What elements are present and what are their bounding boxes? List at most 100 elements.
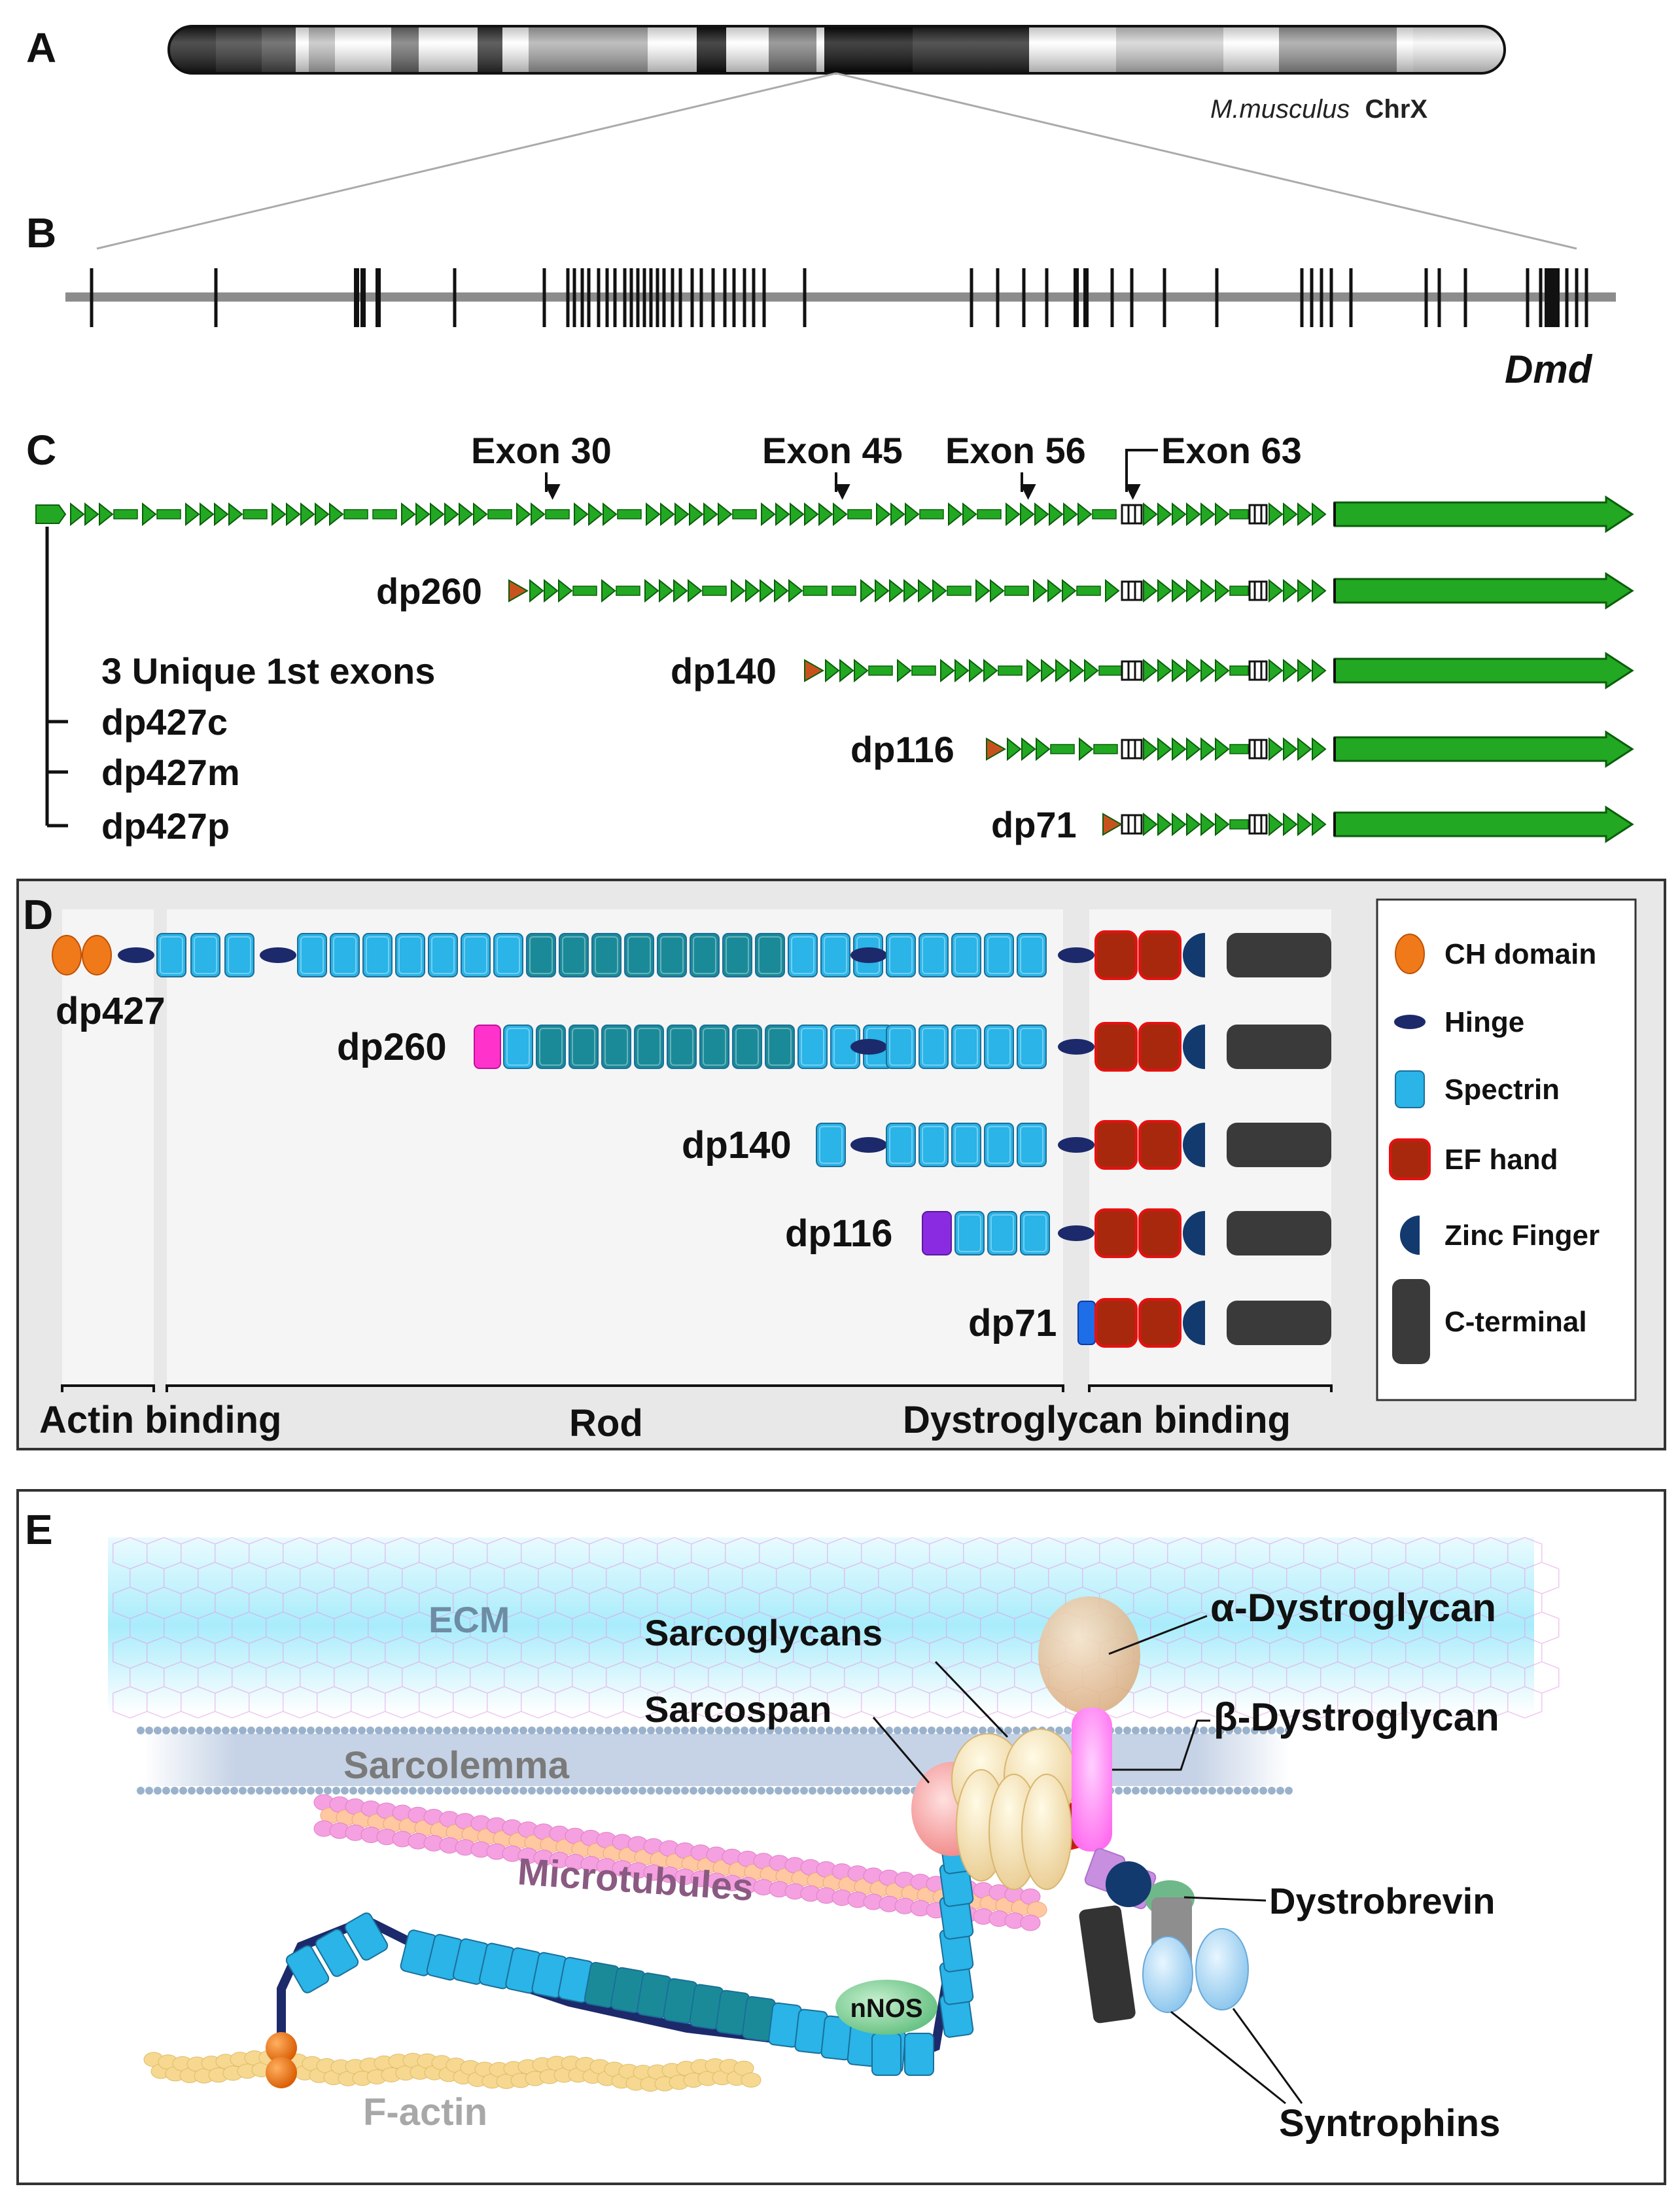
exon-tick <box>752 268 756 327</box>
panel-b: B Dmd <box>26 209 1616 391</box>
exon-tick <box>662 268 666 327</box>
exon-arrow <box>1047 578 1062 603</box>
spectrin-repeat <box>624 933 654 977</box>
spectrin-repeat <box>344 1912 389 1961</box>
c-terminal-domain <box>1227 1025 1331 1069</box>
exon-arrow <box>948 502 963 527</box>
c-terminal-domain <box>1227 1211 1331 1255</box>
exon-tick <box>1022 268 1026 327</box>
dystrobrevin-leader <box>1183 1896 1267 1902</box>
beta-dystroglycan-protein <box>1072 1708 1112 1851</box>
exon-arrow <box>1312 812 1327 837</box>
sarcoglycans-label: Sarcoglycans <box>644 1612 883 1653</box>
exon-bar <box>847 509 872 519</box>
exon-ticks <box>90 268 1588 327</box>
spectrin-repeat <box>156 933 186 977</box>
hinge-domain <box>850 1137 887 1153</box>
ef-hand-domain <box>1094 930 1138 980</box>
spectrin-repeat <box>954 1211 985 1255</box>
exon-tick <box>732 268 736 327</box>
actin-bracket <box>61 1384 155 1392</box>
exon-tick <box>1549 268 1554 327</box>
zinc-finger-domain <box>1183 1025 1205 1069</box>
exon-arrow <box>1283 578 1298 603</box>
exon-bar <box>919 509 944 519</box>
exon-tick <box>623 268 627 327</box>
panel-letter-e: E <box>25 1506 53 1553</box>
exon-arrow <box>1157 812 1172 837</box>
exon-cluster <box>1121 504 1143 525</box>
exon-arrow <box>1062 578 1077 603</box>
ef-hand-domain <box>1094 1120 1138 1170</box>
exon-tick <box>678 268 682 327</box>
exon-arrow <box>905 502 920 527</box>
exon-arrow <box>1041 658 1056 683</box>
exon-arrow <box>983 658 998 683</box>
exon-bar <box>1004 586 1029 596</box>
exon-arrow <box>1297 812 1312 837</box>
exon-tick <box>1329 268 1333 327</box>
exon-arrow <box>1084 658 1099 683</box>
exon-arrow <box>1283 658 1298 683</box>
spectrin-repeat <box>428 933 458 977</box>
spectrin-repeat <box>526 933 556 977</box>
spectrin-repeat <box>493 933 523 977</box>
exon-tick <box>649 268 653 327</box>
region-dystroglycan-binding: Dystroglycan binding <box>903 1399 1291 1441</box>
exon-tick <box>1045 268 1049 327</box>
exon-tick <box>671 268 674 327</box>
exon-bar <box>156 509 181 519</box>
exon-arrow <box>818 502 833 527</box>
isoform-dp260-label: dp260 <box>376 570 482 612</box>
first-exons-title: 3 Unique 1st exons <box>101 650 435 692</box>
hinge-domain <box>850 1039 887 1055</box>
spectrin-repeat <box>919 1025 949 1069</box>
protein-dp71-label: dp71 <box>968 1302 1057 1344</box>
unique-n-terminal-dp260 <box>474 1025 501 1069</box>
ecm-layer <box>108 1537 1534 1714</box>
legend-label: Zinc Finger <box>1444 1219 1600 1252</box>
spectrin-repeat <box>951 1025 981 1069</box>
exon-tick <box>629 268 633 327</box>
alpha-dystroglycan-label: α-Dystroglycan <box>1210 1586 1496 1630</box>
sarcospan-label: Sarcospan <box>644 1689 831 1730</box>
exon-arrow <box>1033 578 1048 603</box>
spectrin-repeat <box>190 933 220 977</box>
f-actin-label: F-actin <box>363 2091 487 2133</box>
c-terminal-domain <box>1227 1123 1331 1167</box>
spectrin-repeat <box>797 1025 828 1069</box>
ef-hand-domain <box>1138 1298 1181 1348</box>
exon-arrow <box>99 502 114 527</box>
exon-arrow <box>558 578 573 603</box>
spectrin-repeat <box>886 1123 916 1167</box>
exon-arrow <box>1312 658 1327 683</box>
exon-arrow <box>969 658 984 683</box>
exon-arrow <box>954 658 970 683</box>
exon-bar <box>1229 586 1249 596</box>
exon-bar <box>1098 665 1123 676</box>
isoform-dp140-label: dp140 <box>671 650 777 692</box>
spectrin-repeat <box>951 1123 981 1167</box>
exon-arrow <box>603 502 618 527</box>
spectrin-repeat <box>984 1123 1014 1167</box>
ef-hand-domain <box>1094 1022 1138 1072</box>
exon-tick <box>90 268 94 327</box>
exon-bar <box>803 586 828 596</box>
hinge-icon <box>1394 1015 1426 1029</box>
hinge-domain <box>1058 947 1094 963</box>
exon-arrow <box>1021 737 1036 762</box>
exon-cluster <box>1121 580 1143 601</box>
exon-arrow <box>1269 737 1284 762</box>
sarcolemma-label: Sarcolemma <box>343 1744 570 1787</box>
exon-arrow <box>1215 812 1230 837</box>
protein-dp140-label: dp140 <box>682 1124 792 1167</box>
spectrin-repeat <box>820 933 850 977</box>
exon-bar <box>831 586 856 596</box>
exon-arrow <box>660 502 675 527</box>
unique-first-exon <box>804 659 825 682</box>
syntrophin-leader-2 <box>1232 2008 1303 2104</box>
panel-letter-c: C <box>26 427 56 474</box>
exon-bar <box>616 586 640 596</box>
